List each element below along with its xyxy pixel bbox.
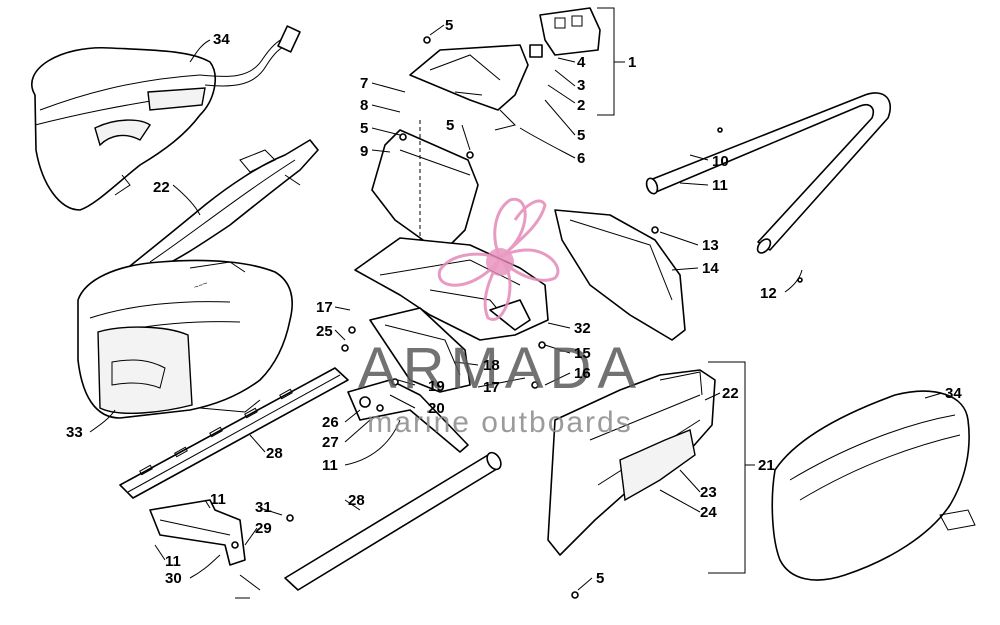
watermark-subtitle: marine outboards xyxy=(367,406,632,439)
label-5-top: 5 xyxy=(445,17,453,34)
label-11-right: 11 xyxy=(712,177,728,194)
callout-labels: 34 5 1 4 3 2 5 6 7 8 5 5 9 10 11 22 13 1… xyxy=(66,17,962,587)
label-25: 25 xyxy=(316,323,333,340)
label-6: 6 xyxy=(577,150,585,167)
label-17-left: 17 xyxy=(316,299,333,316)
label-19: 19 xyxy=(428,378,445,395)
label-22-top: 22 xyxy=(153,179,170,196)
bracket-26-27 xyxy=(347,379,469,453)
label-26: 26 xyxy=(322,414,339,431)
label-34-right: 34 xyxy=(945,385,962,402)
label-11-center: 11 xyxy=(322,457,338,474)
label-31: 31 xyxy=(255,499,272,516)
label-34-top: 34 xyxy=(213,31,230,48)
label-5-bottom: 5 xyxy=(596,570,604,587)
label-16: 16 xyxy=(574,365,591,382)
bracket-30 xyxy=(149,499,261,599)
label-5-mid: 5 xyxy=(577,127,585,144)
label-17-center: 17 xyxy=(483,379,500,396)
label-11-bracket: 11 xyxy=(210,491,226,508)
side-rail-left xyxy=(124,139,319,273)
label-14: 14 xyxy=(702,260,719,277)
bracket-line-1 xyxy=(597,7,625,116)
label-27: 27 xyxy=(322,434,339,451)
tail-light-assembly xyxy=(409,7,601,131)
label-1: 1 xyxy=(628,54,636,71)
label-21: 21 xyxy=(758,457,775,474)
side-panel-right xyxy=(547,369,716,556)
grab-handle-bar xyxy=(645,92,891,254)
panel-14 xyxy=(554,209,686,341)
label-22-right: 22 xyxy=(722,385,739,402)
label-13: 13 xyxy=(702,237,719,254)
label-11-bottom: 11 xyxy=(165,553,181,570)
label-30: 30 xyxy=(165,570,182,587)
label-5-left: 5 xyxy=(360,120,368,137)
label-33: 33 xyxy=(66,424,83,441)
saddle-bag-right xyxy=(771,390,976,581)
watermark-title: ARMADA xyxy=(358,336,642,401)
label-23: 23 xyxy=(700,484,717,501)
label-20: 20 xyxy=(428,400,445,417)
label-3: 3 xyxy=(577,77,585,94)
watermark-logo-center xyxy=(486,248,514,276)
label-18: 18 xyxy=(483,357,500,374)
fasteners xyxy=(231,36,803,599)
label-10: 10 xyxy=(712,153,729,170)
label-32: 32 xyxy=(574,320,591,337)
label-24: 24 xyxy=(700,504,717,521)
mount-plate-9 xyxy=(371,120,479,251)
mounting-bar-upper xyxy=(119,367,349,499)
label-29: 29 xyxy=(255,520,272,537)
leader-lines xyxy=(89,24,943,591)
label-4: 4 xyxy=(577,54,586,71)
label-28-upper: 28 xyxy=(266,445,283,462)
label-15: 15 xyxy=(574,345,591,362)
label-2: 2 xyxy=(577,97,585,114)
watermark: ARMADA marine outboards xyxy=(358,197,642,439)
label-12: 12 xyxy=(760,285,777,302)
label-7: 7 xyxy=(360,75,368,92)
saddle-bag-top-left xyxy=(31,25,301,211)
saddle-bag-left: ~~~ xyxy=(77,259,293,419)
mounting-bar-lower xyxy=(284,451,502,591)
label-5-center: 5 xyxy=(446,117,454,134)
label-28-lower: 28 xyxy=(348,492,365,509)
bracket-line-21 xyxy=(708,361,755,574)
label-9: 9 xyxy=(360,143,368,160)
label-8: 8 xyxy=(360,97,368,114)
